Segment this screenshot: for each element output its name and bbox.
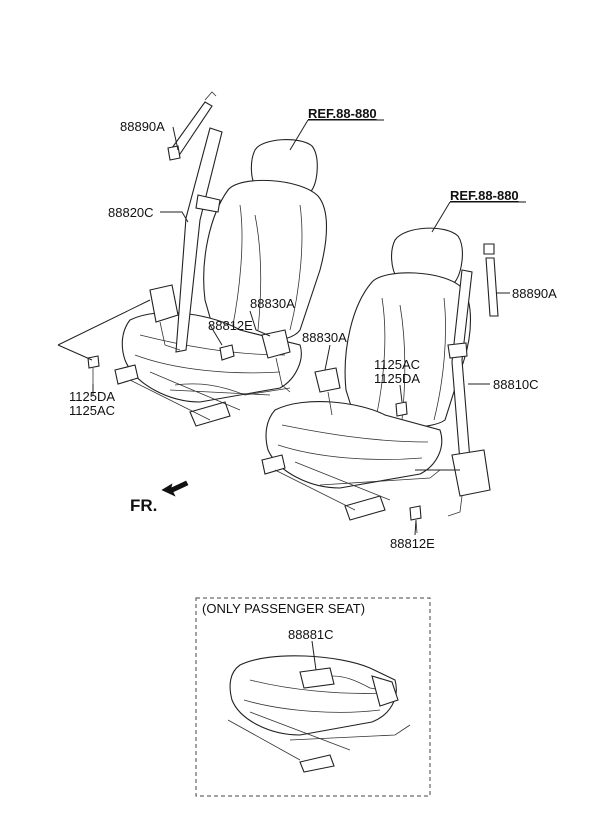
part-label-1125AC-right: 1125AC [374,357,420,372]
part-label-88830A-right: 88830A [302,330,347,345]
right-seat [261,227,499,534]
left-seat [87,91,327,427]
passenger-seat-inset: (ONLY PASSENGER SEAT) 88881C [195,597,431,797]
part-label-88812E-right: 88812E [390,536,435,551]
part-label-88820C: 88820C [108,205,154,220]
leader-lines [57,119,510,536]
front-direction-indicator: FR. [130,480,189,515]
part-label-88890A-left: 88890A [120,119,165,134]
part-label-88881C: 88881C [288,627,334,642]
front-label: FR. [130,496,157,515]
inset-border [195,597,431,797]
part-label-88812E-left: 88812E [208,318,253,333]
part-label-88890A-right: 88890A [512,286,557,301]
inset-title: (ONLY PASSENGER SEAT) [202,601,365,616]
part-labels: REF.88-880 REF.88-880 88890A 88820C 8883… [69,106,557,551]
ref-label-left: REF.88-880 [308,106,377,121]
part-label-88830A-left: 88830A [250,296,295,311]
part-label-1125DA-left: 1125DA [69,389,115,404]
ref-label-right: REF.88-880 [450,188,519,203]
part-label-88810C: 88810C [493,377,539,392]
part-label-1125AC-left: 1125AC [69,403,115,418]
front-arrow-icon [161,480,189,497]
part-label-1125DA-right: 1125DA [374,371,420,386]
